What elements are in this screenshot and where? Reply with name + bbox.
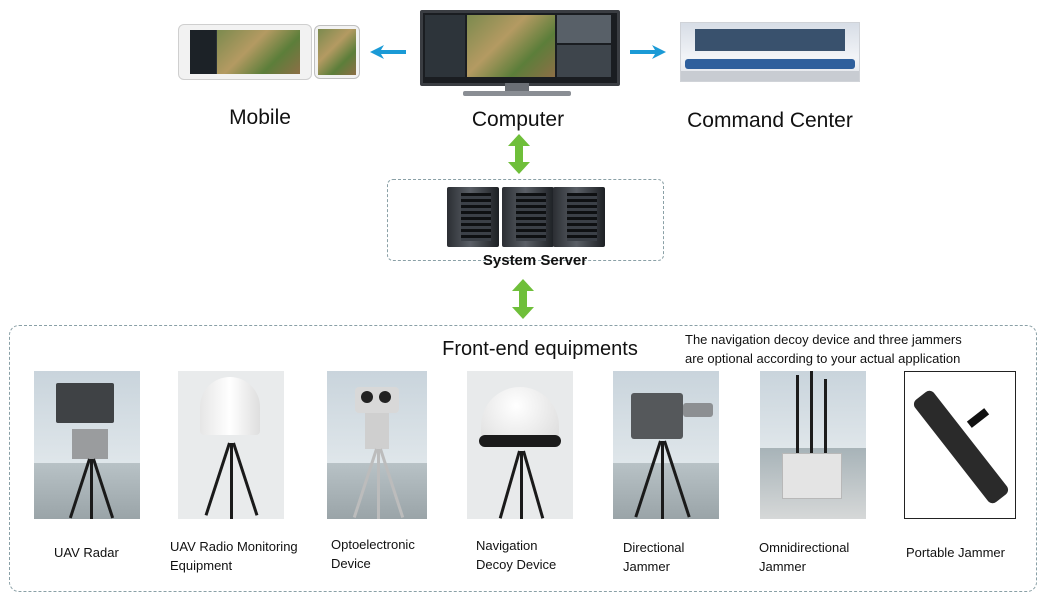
portable-jammer-image [904, 371, 1016, 519]
optional-note-line1: The navigation decoy device and three ja… [685, 332, 962, 347]
device-label-omnidirectional-jammer: Omnidirectional Jammer [759, 540, 850, 574]
computer-label: Computer [471, 108, 565, 131]
double-arrow-icon [512, 279, 534, 319]
right-arrow-icon [630, 45, 666, 59]
uav-radar-image [34, 371, 140, 519]
device-label-navigation-decoy: Navigation Decoy Device [476, 538, 557, 572]
tablet-image [178, 24, 312, 80]
optional-note: The navigation decoy device and three ja… [685, 330, 962, 368]
left-arrow-icon [370, 45, 406, 59]
device-label-directional-jammer: Directional Jammer [623, 540, 685, 574]
double-arrow-icon [508, 134, 530, 174]
navigation-decoy-image [467, 371, 573, 519]
computer-monitor-image [420, 10, 620, 86]
server-label: System Server [482, 252, 588, 269]
optoelectronic-image [327, 371, 427, 519]
directional-jammer-image [613, 371, 719, 519]
radio-monitoring-image [178, 371, 284, 519]
monitor-stand [505, 83, 529, 91]
device-label-uav-radar: UAV Radar [54, 545, 119, 560]
frontend-title: Front-end equipments [442, 338, 638, 360]
command-center-label: Command Center [687, 109, 853, 132]
device-label-portable-jammer: Portable Jammer [906, 545, 1005, 560]
optional-note-line2: are optional according to your actual ap… [685, 351, 961, 366]
monitor-base [463, 91, 571, 96]
server-rack-3 [553, 187, 605, 247]
mobile-label: Mobile [229, 106, 291, 129]
server-rack-1 [447, 187, 499, 247]
device-label-optoelectronic: Optoelectronic Device [331, 537, 415, 571]
omnidirectional-jammer-image [760, 371, 866, 519]
command-center-image [680, 22, 860, 82]
server-container [387, 179, 664, 261]
phone-image [314, 25, 360, 79]
device-label-radio-monitoring: UAV Radio Monitoring Equipment [170, 539, 298, 573]
server-rack-2 [502, 187, 554, 247]
